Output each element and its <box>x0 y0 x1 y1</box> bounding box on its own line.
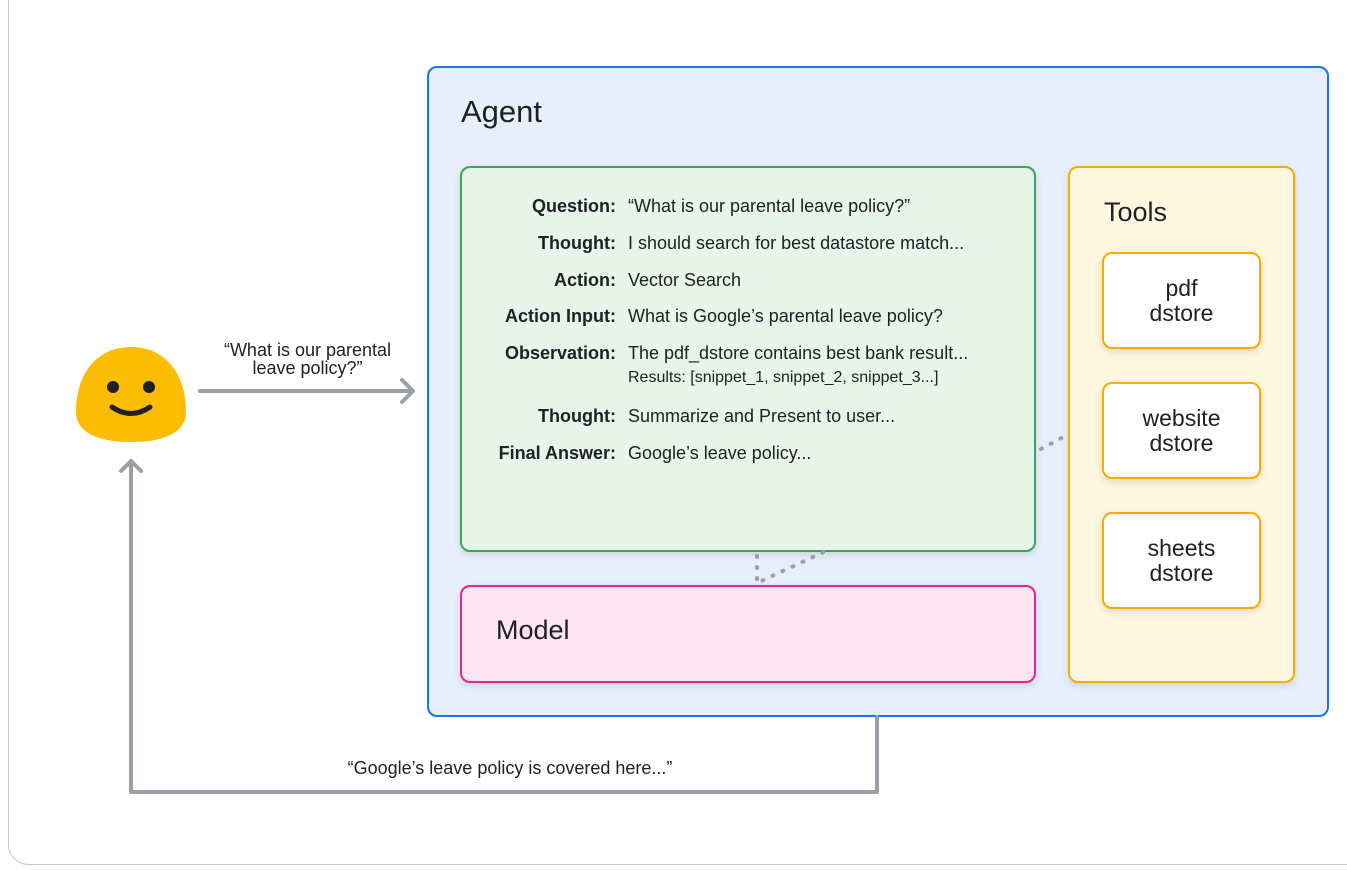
trace-label: Action Input: <box>505 306 616 326</box>
trace-row-question: Question: “What is our parental leave pol… <box>460 196 1060 218</box>
trace-label: Question: <box>532 196 616 216</box>
trace-label: Observation: <box>504 343 616 363</box>
question-arrow <box>198 378 415 404</box>
tools-label: Tools <box>1104 197 1168 227</box>
model-label: Model <box>496 615 570 645</box>
tool-type: dstore <box>1149 299 1214 326</box>
trace-value: I should search for best datastore match… <box>628 233 965 253</box>
trace-value: The pdf_dstore contains best bank result… <box>628 343 969 363</box>
smiley-user-icon <box>76 347 186 442</box>
tool-type: dstore <box>1149 559 1214 586</box>
trace-detail: Results: [snippet_1, snippet_2, snippet_… <box>628 369 939 386</box>
tool-name: pdf <box>1165 274 1198 301</box>
trace-row-action: Action: Vector Search <box>460 270 1060 292</box>
tool-name: website <box>1142 404 1221 431</box>
agent-title: Agent <box>461 94 543 129</box>
tools-dotted-link <box>1039 433 1069 451</box>
caption-line: “What is our parental <box>223 340 392 360</box>
answer-arrow <box>119 459 879 794</box>
tool-type: dstore <box>1149 429 1214 456</box>
trace-label: Thought: <box>538 406 616 426</box>
model-dotted-link <box>755 548 830 587</box>
trace-row-observation-detail: Results: [snippet_1, snippet_2, snippet_… <box>460 369 1060 391</box>
trace-value: What is Google’s parental leave policy? <box>628 306 943 326</box>
reasoning-trace-box <box>460 166 1036 552</box>
trace-row-thought-2: Thought: Summarize and Present to user... <box>460 406 1060 428</box>
answer-caption: “Google’s leave policy is covered here..… <box>347 758 673 778</box>
trace-row-final-answer: Final Answer: Google’s leave policy... <box>460 443 1060 465</box>
diagram-frame <box>8 0 1347 865</box>
trace-row-action-input: Action Input: What is Google’s parental l… <box>460 306 1060 328</box>
trace-value: Summarize and Present to user... <box>628 406 896 426</box>
model-box <box>460 585 1036 683</box>
trace-row-thought: Thought: I should search for best datasto… <box>460 233 1060 255</box>
caption-line: leave policy?” <box>252 358 363 378</box>
trace-value: Google’s leave policy... <box>628 443 812 463</box>
trace-row-observation: Observation: The pdf_dstore contains best… <box>460 343 1060 365</box>
trace-label: Final Answer: <box>498 443 616 463</box>
trace-label: Thought: <box>538 233 616 253</box>
trace-value: Vector Search <box>628 270 742 290</box>
tool-name: sheets <box>1147 534 1216 561</box>
trace-label: Action: <box>554 270 616 290</box>
trace-value: “What is our parental leave policy?” <box>628 196 911 216</box>
